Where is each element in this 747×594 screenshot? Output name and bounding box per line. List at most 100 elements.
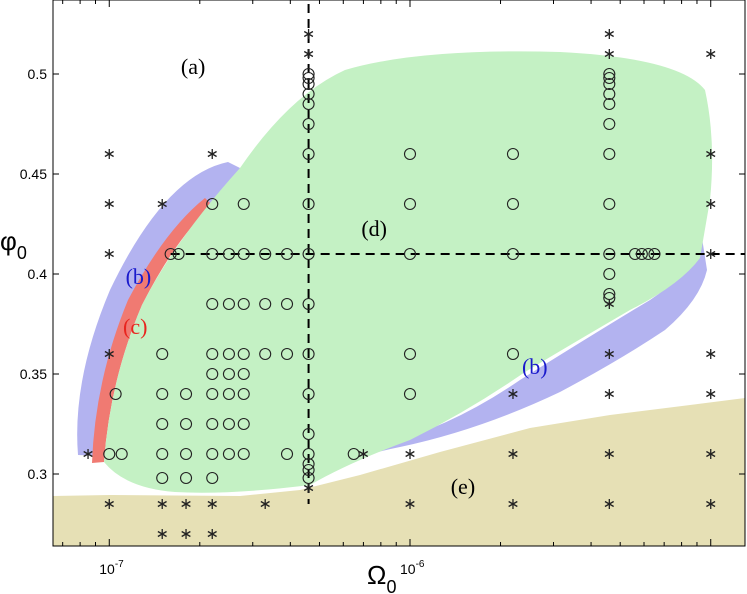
circle-marker <box>237 197 250 211</box>
circle-marker <box>603 267 616 281</box>
x-axis-label: Ω0 <box>367 560 396 594</box>
circle-marker <box>280 347 294 361</box>
circle-marker <box>302 77 315 91</box>
circle-marker <box>506 197 520 211</box>
circle-marker <box>603 247 616 261</box>
circle-marker <box>237 417 250 431</box>
circle-marker <box>237 297 250 311</box>
circle-marker <box>603 67 616 81</box>
circle-marker <box>156 387 169 401</box>
asterisk-marker <box>706 349 716 359</box>
circle-marker <box>206 197 219 211</box>
asterisk-marker <box>604 449 614 459</box>
x-tick-label: 10-6 <box>400 559 425 577</box>
asterisk-marker <box>207 499 217 509</box>
asterisk-marker <box>706 499 716 509</box>
circle-marker <box>222 247 235 261</box>
y-tick-label: 0.4 <box>28 266 48 282</box>
circle-marker <box>302 447 315 461</box>
circle-marker <box>302 463 315 477</box>
x-tick-label: 10-7 <box>99 559 124 577</box>
asterisk-marker <box>104 249 114 259</box>
circle-marker <box>259 347 272 361</box>
circle-marker <box>206 367 219 381</box>
asterisk-marker <box>303 29 314 39</box>
circle-marker <box>206 447 219 461</box>
asterisk-marker <box>604 349 614 359</box>
asterisk-marker <box>104 199 114 209</box>
circle-marker <box>347 447 360 461</box>
y-tick-label: 0.5 <box>28 66 48 82</box>
circle-marker <box>302 247 315 261</box>
circle-marker <box>259 297 272 311</box>
asterisk-marker <box>508 499 518 509</box>
circle-marker <box>506 347 520 361</box>
circle-marker <box>164 247 177 261</box>
circle-marker <box>403 147 417 161</box>
asterisk-marker <box>260 499 270 509</box>
circle-marker <box>206 471 219 485</box>
region-label: (e) <box>451 474 475 499</box>
circle-marker <box>280 297 294 311</box>
circle-marker <box>642 247 655 261</box>
circle-marker <box>302 387 315 401</box>
circle-marker <box>628 247 642 261</box>
y-axis-ticks: 0.30.350.40.450.5 <box>20 66 745 482</box>
asterisk-marker <box>181 499 191 509</box>
asterisk-series <box>83 29 716 539</box>
region-label: (a) <box>181 54 205 79</box>
circle-marker <box>302 457 315 471</box>
asterisk-marker <box>181 529 191 539</box>
circle-marker <box>302 427 315 441</box>
circle-marker <box>222 297 235 311</box>
y-axis-label: φ0 <box>0 226 27 263</box>
region-e <box>53 398 745 546</box>
asterisk-marker <box>706 49 716 59</box>
circle-marker <box>206 387 219 401</box>
asterisk-marker <box>207 149 217 159</box>
asterisk-marker <box>104 349 114 359</box>
circle-marker <box>280 447 294 461</box>
circle-marker <box>603 197 616 211</box>
circle-marker <box>506 147 520 161</box>
circle-marker <box>302 97 315 111</box>
circle-marker <box>635 247 648 261</box>
y-tick-label: 0.45 <box>20 166 47 182</box>
plot-frame <box>52 0 746 547</box>
circle-marker <box>222 347 235 361</box>
asterisk-marker <box>508 389 518 399</box>
asterisk-marker <box>104 499 114 509</box>
circle-marker <box>603 291 616 305</box>
dashed-lines <box>170 4 745 504</box>
circle-marker <box>302 197 315 211</box>
asterisk-marker <box>303 483 314 493</box>
asterisk-marker <box>83 449 93 459</box>
circle-marker <box>302 117 315 131</box>
circle-marker <box>603 77 616 91</box>
circle-marker <box>222 447 235 461</box>
circle-marker <box>206 247 219 261</box>
circle-marker <box>156 471 169 485</box>
circle-marker <box>302 297 315 311</box>
asterisk-marker <box>604 389 614 399</box>
circle-marker <box>179 417 193 431</box>
circle-marker <box>403 347 417 361</box>
circle-marker <box>179 447 193 461</box>
circle-marker <box>403 197 417 211</box>
circle-marker <box>103 447 116 461</box>
circle-marker <box>206 297 219 311</box>
asterisk-marker <box>358 449 369 459</box>
circle-marker <box>603 97 616 111</box>
circle-marker <box>603 287 616 301</box>
circle-marker <box>222 367 235 381</box>
asterisk-marker <box>157 199 167 209</box>
regions <box>53 51 745 546</box>
circle-marker <box>237 387 250 401</box>
circle-marker <box>172 247 185 261</box>
circle-marker <box>403 247 417 261</box>
circle-marker <box>206 347 219 361</box>
region-label: (b) <box>126 264 152 289</box>
circle-marker <box>506 247 520 261</box>
asterisk-marker <box>706 249 716 259</box>
circle-marker <box>206 417 219 431</box>
